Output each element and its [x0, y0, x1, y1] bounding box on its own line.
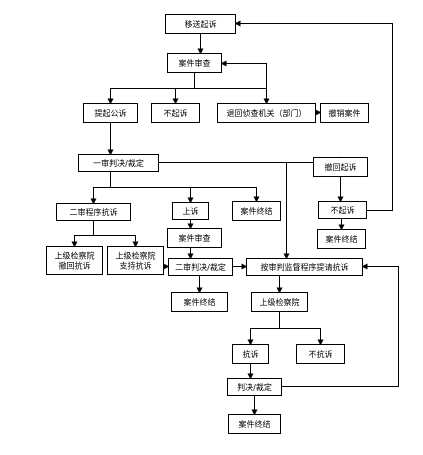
node-protest-label: 抗诉 — [243, 349, 259, 359]
edge-withdrawpros-back-to-transfer — [234, 20, 393, 211]
node-case-review: 案件审查 — [167, 53, 222, 73]
node-second-instance-protest-box — [56, 203, 131, 221]
node-case-review-b-box — [167, 228, 222, 248]
node-return-investigation-box — [217, 103, 316, 123]
edge-first-branch-end1 — [190, 187, 260, 203]
node-judgment-ruling: 判决/裁定 — [227, 378, 282, 396]
node-transfer-prosecution: 移送起诉 — [165, 14, 236, 34]
node-case-end-c-box — [171, 292, 228, 312]
node-first-instance-judgment-box — [78, 154, 159, 172]
node-case-end-d-box — [228, 414, 281, 434]
node-no-protest-box — [296, 344, 345, 364]
node-upper-procuratorate-withdraw-label: 撤回抗诉 — [59, 261, 91, 271]
node-case-review-label: 案件审查 — [179, 58, 211, 68]
node-protest-box — [232, 344, 269, 364]
nodes-layer: 移送起诉案件审查提起公诉不起诉退回侦查机关（部门）撤销案件一审判决/裁定撤回起诉… — [46, 14, 369, 434]
node-appeal-box — [172, 202, 209, 220]
node-upper-procuratorate-label: 上级检察院 — [260, 297, 300, 307]
node-withdraw-case-box — [320, 103, 369, 123]
node-transfer-prosecution-box — [165, 14, 236, 34]
node-first-instance-judgment: 一审判决/裁定 — [78, 154, 159, 172]
node-no-prosecution-b: 不起诉 — [318, 201, 367, 219]
node-public-prosecution-box — [83, 103, 138, 123]
node-appeal-label: 上诉 — [183, 206, 199, 216]
node-protest: 抗诉 — [232, 344, 269, 364]
edge-upper-branch-noprotest — [279, 328, 324, 346]
edge-return-back-to-review — [220, 60, 267, 89]
node-case-end-a-box — [232, 201, 281, 221]
node-case-end-d: 案件终结 — [228, 414, 281, 434]
edges-layer — [71, 20, 399, 416]
node-trial-supervision-protest-box — [246, 258, 363, 276]
node-no-protest: 不抗诉 — [296, 344, 345, 364]
node-upper-procuratorate-support-label: 支持抗诉 — [120, 261, 152, 271]
node-no-prosecution-a-label: 不起诉 — [164, 108, 188, 118]
edge-first-to-supervision — [158, 162, 290, 260]
node-upper-procuratorate-withdraw-label: 上级检察院 — [55, 251, 95, 261]
node-judgment-ruling-box — [227, 378, 282, 396]
node-second-instance-protest: 二审程序抗诉 — [56, 203, 131, 221]
node-upper-procuratorate-withdraw-box — [46, 246, 103, 275]
edge-upper-branch-protest — [247, 311, 280, 346]
node-upper-procuratorate-support-box — [107, 246, 164, 275]
node-upper-procuratorate-box — [251, 292, 308, 312]
edge-second-protest-branch-withdraw — [71, 220, 94, 248]
node-public-prosecution-label: 提起公诉 — [95, 108, 127, 118]
node-case-end-b-box — [317, 229, 366, 249]
node-case-end-b-label: 案件终结 — [326, 234, 358, 244]
node-case-review-b-label: 案件审查 — [179, 233, 211, 243]
edge-review-branch-return — [194, 88, 270, 105]
node-case-end-d-label: 案件终结 — [239, 419, 271, 429]
node-case-review-b: 案件审查 — [167, 228, 222, 248]
node-upper-procuratorate-support-label: 上级检察院 — [116, 251, 156, 261]
node-public-prosecution: 提起公诉 — [83, 103, 138, 123]
node-second-instance-judgment-box — [168, 258, 233, 276]
node-first-instance-judgment-label: 一审判决/裁定 — [93, 158, 144, 168]
edge-second-protest-branch-support — [93, 235, 139, 248]
node-second-instance-judgment: 二审判决/裁定 — [168, 258, 233, 276]
node-no-prosecution-b-label: 不起诉 — [331, 205, 355, 215]
node-trial-supervision-protest: 按审判监督程序提请抗诉 — [246, 258, 363, 276]
node-case-end-c-label: 案件终结 — [184, 297, 216, 307]
node-appeal: 上诉 — [172, 202, 209, 220]
node-case-end-a: 案件终结 — [232, 201, 281, 221]
node-case-review-box — [167, 53, 222, 73]
node-return-investigation: 退回侦查机关（部门） — [217, 103, 316, 123]
node-trial-supervision-protest-label: 按审判监督程序提请抗诉 — [261, 262, 349, 272]
node-case-end-b: 案件终结 — [317, 229, 366, 249]
node-case-end-c: 案件终结 — [171, 292, 228, 312]
node-judgment-ruling-label: 判决/裁定 — [237, 382, 272, 392]
node-return-investigation-label: 退回侦查机关（部门） — [227, 108, 307, 118]
edge-first-branch-second-protest — [90, 171, 111, 205]
edge-judgment-back-to-supervision — [281, 263, 399, 387]
node-second-instance-judgment-label: 二审判决/裁定 — [175, 262, 226, 272]
node-no-prosecution-a-box — [151, 103, 200, 123]
node-withdraw-prosecution: 撤回起诉 — [313, 157, 368, 177]
node-withdraw-prosecution-label: 撤回起诉 — [325, 162, 357, 172]
node-no-prosecution-a: 不起诉 — [151, 103, 200, 123]
edge-first-branch-appeal — [110, 187, 194, 204]
node-no-protest-label: 不抗诉 — [309, 349, 333, 359]
node-case-end-a-label: 案件终结 — [241, 206, 273, 216]
node-no-prosecution-b-box — [318, 201, 367, 219]
node-withdraw-case-label: 撤销案件 — [329, 108, 361, 118]
edge-review-branch-public — [107, 72, 195, 105]
node-upper-procuratorate: 上级检察院 — [251, 292, 308, 312]
node-withdraw-prosecution-box — [313, 157, 368, 177]
node-transfer-prosecution-label: 移送起诉 — [185, 19, 217, 29]
node-second-instance-protest-label: 二审程序抗诉 — [70, 207, 118, 217]
node-withdraw-case: 撤销案件 — [320, 103, 369, 123]
